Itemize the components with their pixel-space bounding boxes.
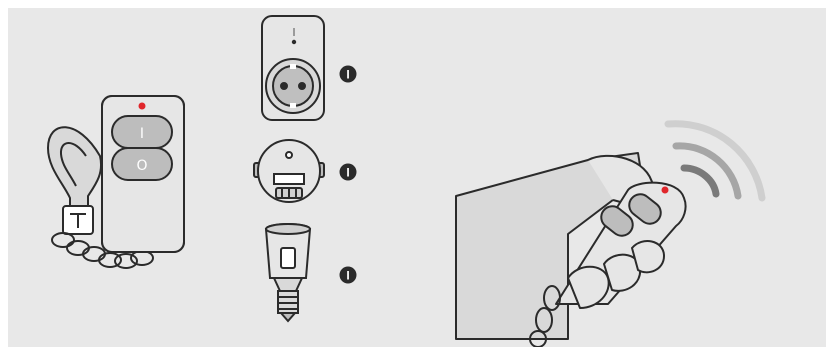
lamp-socket-icon [266,224,310,321]
remote-off-symbol: O [136,158,147,174]
signal-waves-icon [668,124,762,198]
hand-holding-remote-icon [456,153,686,347]
lamp-badge-label: I [346,269,349,283]
plug-badge-label: I [346,68,349,82]
flush-mount-receiver-icon [254,140,324,202]
flush-badge-label: I [346,166,349,180]
plug-in-socket-icon [262,16,324,120]
illustration-canvas: I O I I I [8,8,826,347]
keychain-remote-icon [48,96,184,268]
illustration-panel: I O I I I [8,8,826,347]
remote-on-symbol: I [140,126,144,142]
